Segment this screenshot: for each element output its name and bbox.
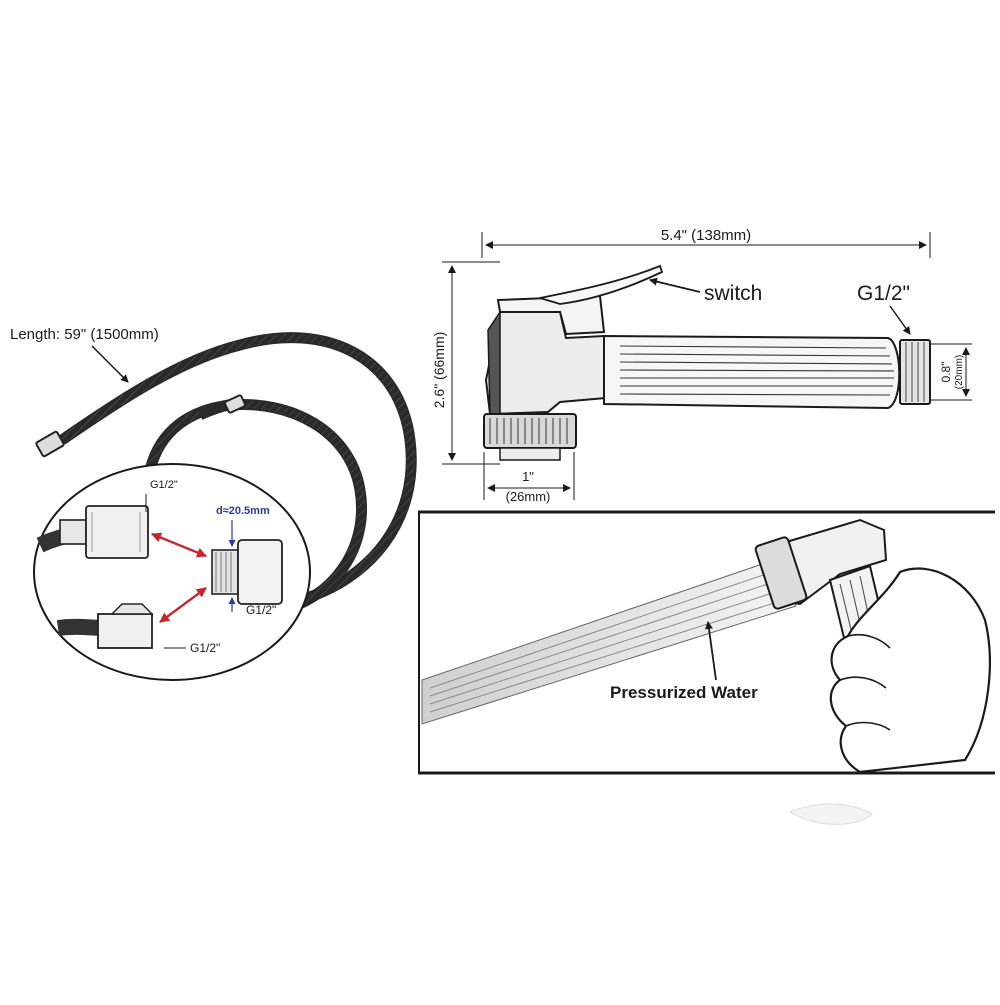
- sprayer-body: [484, 311, 608, 416]
- sprayer-body-shadow: [487, 309, 501, 415]
- height-label: 2.6" (66mm): [431, 332, 447, 409]
- nozzle-knurl: [489, 418, 568, 444]
- width-label: 5.4" (138mm): [661, 227, 751, 244]
- red-arrow-adapter-to-top: [151, 532, 207, 558]
- hose-end-fitting-top: [223, 394, 247, 414]
- diameter-label: d≈20.5mm: [216, 505, 270, 517]
- thread-connector: [899, 339, 931, 405]
- water-stream: [421, 557, 797, 725]
- nozzle-base: [483, 413, 577, 449]
- held-sprayer-nozzle: [754, 536, 808, 610]
- adapter-g-label: G1/2": [246, 603, 276, 617]
- switch-label: switch: [704, 282, 762, 305]
- red-arrow-adapter-to-bottom: [159, 587, 207, 623]
- hose-length-pointer: [91, 345, 129, 383]
- usage-illustration: Pressurized Water: [418, 510, 995, 775]
- switch-lever: [539, 264, 664, 305]
- switch-pointer: [649, 277, 701, 293]
- base-inch-label: 1": [522, 469, 534, 484]
- thread-inch-label: 0.8": [939, 362, 953, 383]
- water-label: Pressurized Water: [610, 683, 758, 702]
- sprayer-dimension-drawing: 5.4" (138mm) 2.6" (66mm): [431, 227, 972, 504]
- thread-lines: [905, 342, 925, 402]
- fittings-inset: G1/2" d≈20.5mm G1/2" G1/2": [33, 463, 311, 681]
- adapter-fitting: [211, 539, 283, 605]
- thread-pointer: [889, 305, 911, 335]
- hand-finger-line-3: [847, 633, 891, 649]
- bottom-hose-fitting: [56, 603, 154, 649]
- nozzle-tip: [499, 447, 561, 461]
- top-hose-fitting: [36, 505, 149, 559]
- hose-length-label: Length: 59" (1500mm): [10, 326, 159, 343]
- hand-finger-line-2: [839, 676, 887, 689]
- water-stream-lines: [429, 567, 791, 713]
- handle-grooves: [619, 345, 895, 396]
- water-pointer: [704, 621, 717, 681]
- thread-label: G1/2": [857, 282, 910, 305]
- background-smudge: [788, 803, 873, 825]
- hand-finger-line-1: [845, 721, 891, 731]
- bottom-g-label: G1/2": [190, 641, 220, 655]
- thread-mm-label: (20mm): [954, 355, 965, 389]
- hose-end-fitting-left: [35, 430, 65, 458]
- hose-coil-inner-rib: [146, 400, 366, 614]
- top-g-label: G1/2": [150, 479, 178, 491]
- base-mm-label: (26mm): [506, 489, 551, 504]
